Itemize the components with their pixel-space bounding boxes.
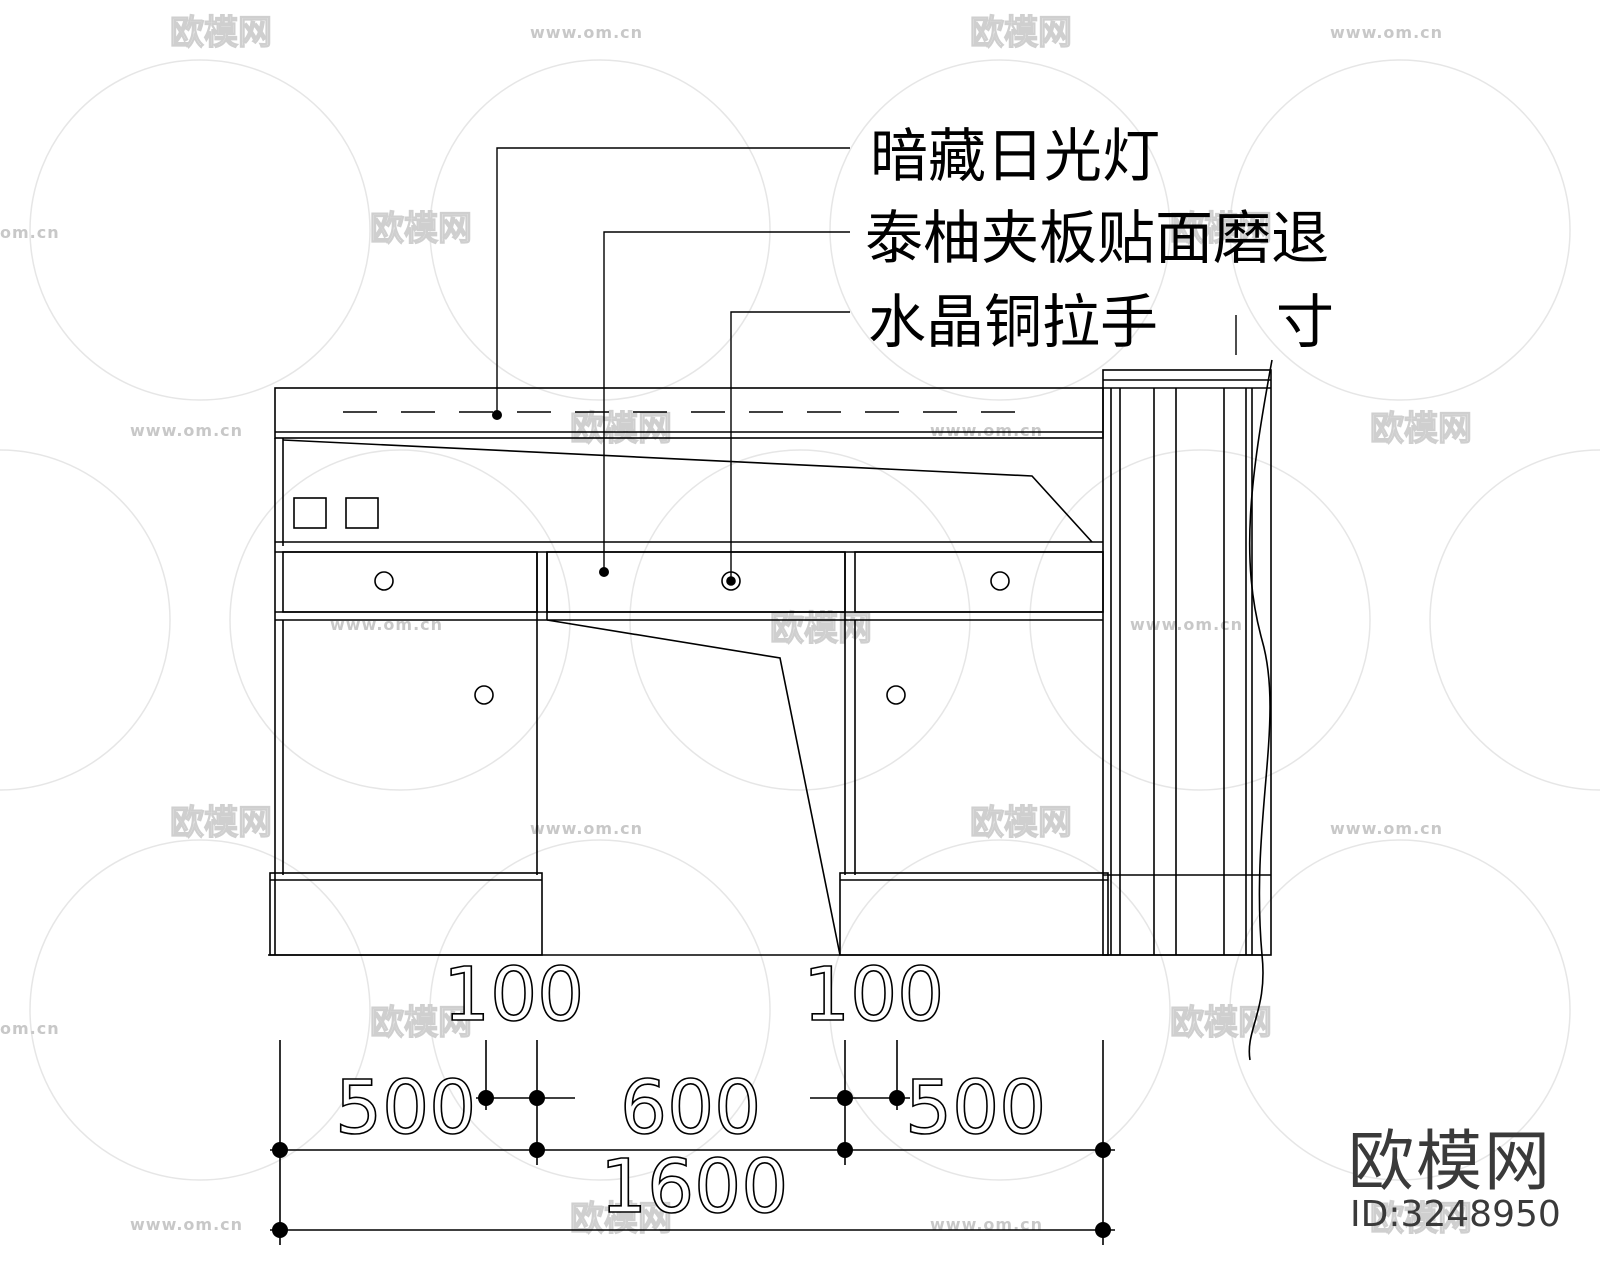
side-column — [1102, 369, 1272, 956]
watermark-brand: 欧模网 — [970, 13, 1072, 53]
watermark-brand: 欧模网 — [570, 409, 672, 449]
watermark-brand: 欧模网 — [1370, 1199, 1472, 1239]
watermark-url-short: om.cn — [0, 223, 60, 242]
watermark-brand: 欧模网 — [370, 209, 472, 249]
dimension-dots — [272, 1090, 1111, 1238]
drawer-handle — [374, 571, 394, 591]
brand-id: ID:3248950 — [1350, 1194, 1561, 1235]
desk-elevation — [268, 359, 1273, 1061]
watermark-brand: 欧模网 — [1170, 209, 1272, 249]
leader-dots — [492, 410, 609, 577]
watermark-url: www.om.cn — [1330, 819, 1443, 838]
watermark-brand: 欧模网 — [770, 609, 872, 649]
watermark-url: www.om.cn — [1130, 615, 1243, 634]
plinth-left — [269, 872, 543, 956]
watermark-brand: 欧模网 — [170, 803, 272, 843]
watermark-url-short: om.cn — [0, 1019, 60, 1038]
watermark-url: www.om.cn — [930, 421, 1043, 440]
drawer-right — [854, 551, 1104, 613]
dimension-left-offset: 100 — [443, 952, 584, 1038]
dimension-center: 600 — [620, 1065, 761, 1151]
drawer-center — [546, 551, 846, 613]
watermark-brand: 欧模网 — [170, 13, 272, 53]
socket-box — [293, 497, 327, 529]
door-handle — [474, 685, 494, 705]
callout-hidden-fluorescent: 暗藏日光灯 — [870, 122, 1160, 190]
socket-box — [345, 497, 379, 529]
watermark-brand: 欧模网 — [1370, 409, 1472, 449]
watermark-brand: 欧模网 — [1170, 1003, 1272, 1043]
dimension-left-cabinet: 500 — [335, 1065, 476, 1151]
watermark-url: www.om.cn — [530, 23, 643, 42]
watermark-brand: 欧模网 — [970, 803, 1072, 843]
watermark-url: www.om.cn — [130, 1215, 243, 1234]
dimension-right-offset: 100 — [803, 952, 944, 1038]
drawer-handle — [990, 571, 1010, 591]
door-handle — [886, 685, 906, 705]
watermark-url: www.om.cn — [1330, 23, 1443, 42]
brand-logo: 欧模网 — [1348, 1123, 1552, 1200]
callout-teak-veneer: 泰柚夹板贴面磨退 — [865, 204, 1329, 272]
callout-size-fragment: 寸 — [1276, 288, 1334, 356]
knee-panel — [546, 619, 841, 956]
dimension-total: 1600 — [600, 1144, 788, 1230]
watermark-url: www.om.cn — [130, 421, 243, 440]
slanted-shelf — [282, 439, 1093, 543]
drawer-left — [282, 551, 538, 613]
dimension-right-cabinet: 500 — [905, 1065, 1046, 1151]
watermark-marks: 欧模网 欧模网 欧模网 欧模网 欧模网 欧模网 欧模网 欧模网 欧模网 欧模网 … — [0, 12, 1473, 1239]
plinth-right — [839, 872, 1109, 956]
callout-crystal-brass-handle: 水晶铜拉手 — [868, 288, 1158, 356]
watermark-url: www.om.cn — [530, 819, 643, 838]
break-line — [1248, 359, 1273, 1061]
callout-leaders — [496, 147, 1237, 581]
watermark-brand: 欧模网 — [570, 1199, 672, 1239]
watermark-url: www.om.cn — [330, 615, 443, 634]
watermark-brand: 欧模网 — [370, 1003, 472, 1043]
watermark-rings — [0, 59, 1600, 1181]
watermark-url: www.om.cn — [930, 1215, 1043, 1234]
